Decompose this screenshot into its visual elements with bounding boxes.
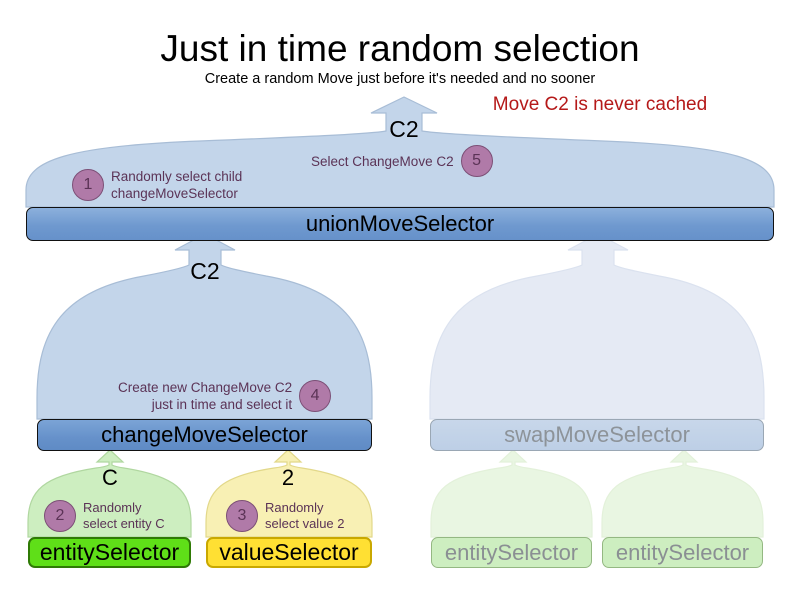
node-entity-selector-active[interactable]: entitySelector <box>28 537 191 568</box>
funnel-swap-to-union <box>429 233 765 420</box>
annotation-text-5: Select ChangeMove C2 <box>311 153 454 169</box>
flow-label-value-2: 2 <box>281 465 295 490</box>
annotation-text-2: Randomly select entity C <box>83 500 165 532</box>
page-subtitle: Create a random Move just before it's ne… <box>204 71 596 87</box>
annotation-text-4: Create new ChangeMove C2 just in time an… <box>118 380 293 412</box>
never-cached-note: Move C2 is never cached <box>492 94 708 115</box>
annotation-2: 2 Randomly select entity C <box>44 500 165 533</box>
annotation-badge-4: 4 <box>299 380 332 412</box>
flow-label-top-c2: C2 <box>389 116 419 142</box>
annotation-3: 3 Randomly select value 2 <box>226 500 345 533</box>
node-change-move-selector[interactable]: changeMoveSelector <box>37 419 372 451</box>
node-union-move-selector[interactable]: unionMoveSelector <box>26 207 774 241</box>
annotation-badge-2: 2 <box>44 500 76 533</box>
annotation-badge-1: 1 <box>72 169 104 201</box>
funnel-change-to-union <box>36 233 373 420</box>
flow-label-middle-c2: C2 <box>190 258 220 284</box>
annotation-5: 5 Select ChangeMove C2 <box>311 145 493 177</box>
funnel-union-to-top <box>25 96 775 208</box>
flow-label-entity-c: C <box>102 465 118 490</box>
node-entity-selector-faded-2[interactable]: entitySelector <box>602 537 763 568</box>
node-entity-selector-faded-1[interactable]: entitySelector <box>431 537 592 568</box>
funnel-entity-faded-1 <box>430 449 593 538</box>
annotation-1: 1 Randomly select child changeMoveSelect… <box>72 168 242 202</box>
page-title: Just in time random selection <box>160 28 640 69</box>
annotation-badge-5: 5 <box>460 145 493 177</box>
annotation-text-1: Randomly select child changeMoveSelector <box>111 169 243 201</box>
annotation-badge-3: 3 <box>226 500 258 533</box>
annotation-text-3: Randomly select value 2 <box>265 500 345 532</box>
funnel-entity-faded-2 <box>601 449 764 538</box>
annotation-4: 4 Create new ChangeMove C2 just in time … <box>118 379 332 413</box>
node-swap-move-selector[interactable]: swapMoveSelector <box>430 419 764 451</box>
node-value-selector-active[interactable]: valueSelector <box>206 537 372 568</box>
